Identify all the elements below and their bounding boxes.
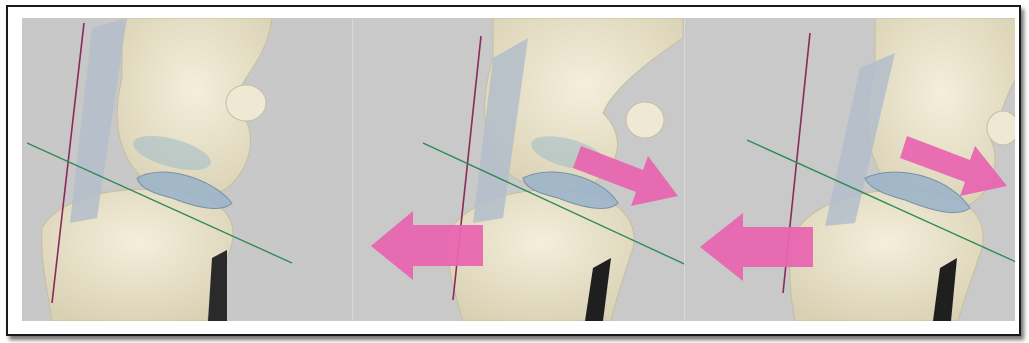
fabella-bone: [226, 85, 266, 121]
fabella-bone: [987, 111, 1015, 145]
knee-illustration-1: [22, 18, 352, 321]
tibia-bone: [42, 189, 233, 321]
knee-panel-3: [684, 18, 1015, 321]
knee-illustration-2: [353, 18, 683, 321]
knee-panel-2: [352, 18, 683, 321]
knee-illustration-3: [685, 18, 1015, 321]
fabella-bone: [626, 102, 664, 138]
knee-panel-1: [22, 18, 352, 321]
knee-diagram-panels: [22, 18, 1015, 321]
